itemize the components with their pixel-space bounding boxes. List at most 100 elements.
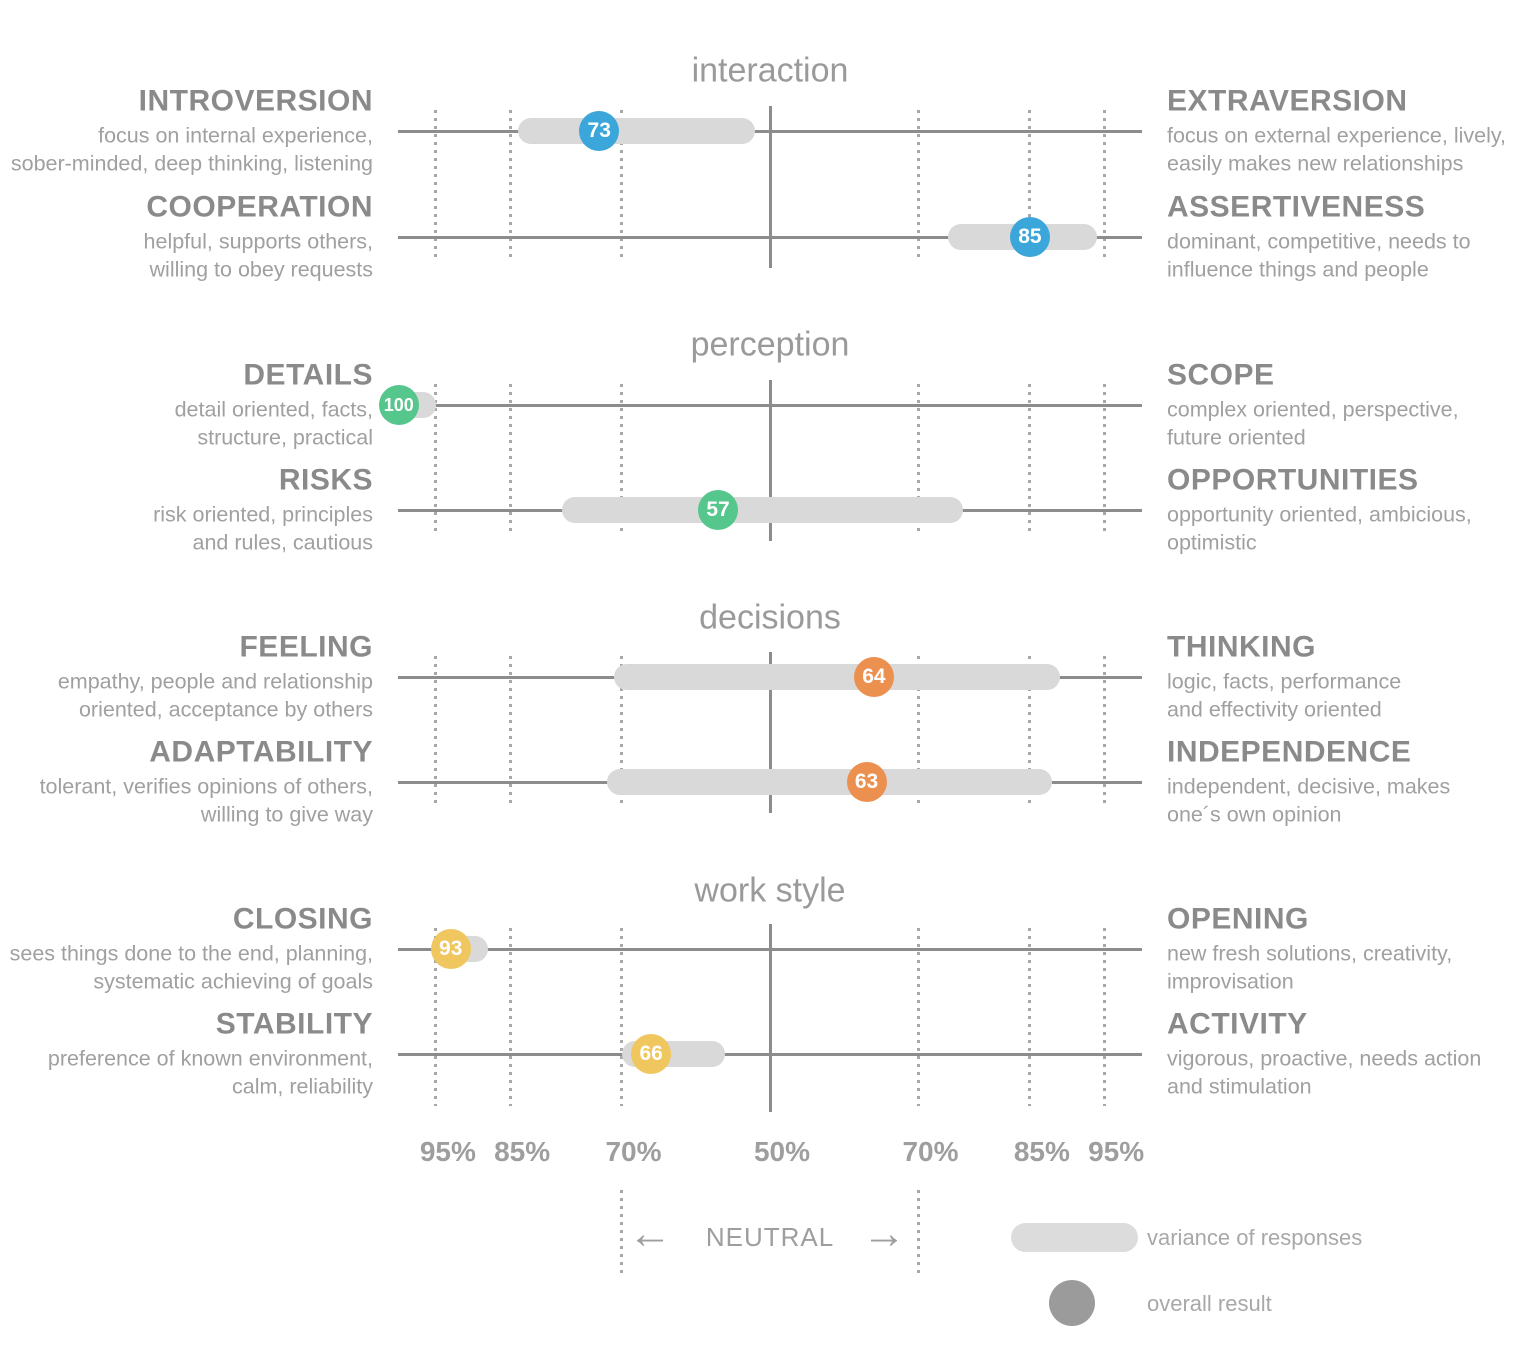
pole-description: calm, reliability — [232, 1074, 373, 1099]
pole-description: independent, decisive, makes — [1167, 774, 1451, 799]
pole-label-right: ACTIVITY vigorous, proactive, needs actio… — [1167, 1008, 1536, 1101]
gridline-dotted — [917, 384, 920, 535]
pole-label-right: INDEPENDENCE independent, decisive, makes… — [1167, 736, 1536, 829]
legend-variance-label: variance of responses — [1147, 1225, 1363, 1250]
gridline-center — [768, 924, 772, 1112]
gridline-dotted — [1028, 656, 1032, 807]
pole-description: logic, facts, performance — [1167, 669, 1402, 694]
axis-line — [398, 404, 1142, 407]
tick-label: 50% — [753, 1136, 811, 1167]
gridline-dotted — [620, 110, 623, 262]
pole-description: helpful, supports others, — [143, 229, 373, 254]
pole-description: willing to obey requests — [149, 257, 373, 282]
score-dot: 100 — [378, 385, 419, 425]
gridline-dotted — [1028, 928, 1032, 1106]
gridline-dotted — [434, 656, 438, 807]
gridline-dotted — [917, 928, 920, 1106]
pole-name: ACTIVITY — [1167, 1007, 1308, 1041]
score-dot: 85 — [1009, 217, 1050, 257]
variance-bar — [606, 769, 1053, 795]
pole-name: EXTRAVERSION — [1167, 84, 1408, 118]
axis-line — [398, 1053, 1142, 1056]
neutral-label: NEUTRAL — [705, 1222, 835, 1252]
legend-overall-dot — [1049, 1280, 1095, 1326]
pole-name: SCOPE — [1167, 358, 1275, 392]
score-dot: 93 — [430, 929, 471, 969]
pole-description: improvisation — [1167, 969, 1294, 994]
gridline-dotted — [434, 110, 438, 262]
pole-label-left: INTROVERSION focus on internal experience… — [0, 85, 373, 178]
gridline-dotted — [508, 928, 512, 1106]
axis-line — [398, 236, 1142, 239]
pole-name: RISKS — [278, 463, 373, 497]
gridline-dotted — [434, 928, 438, 1106]
gridline-dotted — [620, 928, 623, 1106]
arrow-right-icon: → — [862, 1209, 906, 1258]
pole-description: and rules, cautious — [192, 530, 373, 555]
gridline-center — [768, 106, 772, 268]
variance-bar — [562, 497, 964, 523]
pole-description: willing to give way — [200, 802, 373, 827]
gridline-dotted — [1102, 110, 1106, 262]
pole-description: focus on internal experience, — [98, 123, 373, 148]
gridline-dotted — [434, 384, 438, 535]
gridline-dotted — [508, 384, 512, 535]
gridline-dotted — [1028, 384, 1032, 535]
score-dot: 66 — [631, 1034, 672, 1074]
gridline-dotted — [917, 656, 920, 807]
tick-label: 70% — [605, 1136, 662, 1167]
gridline-dotted — [620, 656, 623, 807]
gridline-dotted — [1102, 384, 1106, 535]
section-title: interaction — [691, 51, 849, 90]
score-dot: 64 — [853, 657, 894, 697]
pole-description: structure, practical — [197, 425, 373, 450]
pole-description: and effectivity oriented — [1167, 697, 1382, 722]
pole-description: future oriented — [1167, 425, 1306, 450]
tick-label: 95% — [419, 1136, 476, 1167]
variance-bar — [517, 118, 756, 144]
pole-description: optimistic — [1167, 530, 1257, 555]
pole-name: INTROVERSION — [138, 84, 373, 118]
pole-description: complex oriented, perspective, — [1167, 397, 1459, 422]
pole-description: systematic achieving of goals — [93, 969, 373, 994]
axis-line — [398, 948, 1142, 951]
gridline-dotted — [917, 110, 920, 262]
gridline-dotted — [620, 384, 623, 535]
neutral-dotted-line-right — [917, 1190, 920, 1274]
axis-line — [398, 130, 1142, 133]
gridline-center — [768, 652, 772, 813]
gridline-dotted — [508, 656, 512, 807]
score-dot: 63 — [846, 762, 887, 802]
score-dot: 73 — [579, 111, 620, 151]
pole-name: FEELING — [239, 630, 373, 664]
pole-name: STABILITY — [215, 1007, 373, 1041]
score-dot: 57 — [698, 490, 739, 530]
gridline-dotted — [508, 110, 512, 262]
pole-name: OPPORTUNITIES — [1167, 463, 1419, 497]
gridline-dotted — [1102, 928, 1106, 1106]
pole-description: sees things done to the end, planning, — [9, 941, 373, 966]
pole-description: vigorous, proactive, needs action — [1167, 1046, 1482, 1071]
pole-description: dominant, competitive, needs to — [1167, 229, 1471, 254]
pole-description: oriented, acceptance by others — [78, 697, 373, 722]
section-title: work style — [694, 871, 846, 910]
tick-label: 95% — [1088, 1136, 1145, 1167]
pole-description: detail oriented, facts, — [174, 397, 373, 422]
pole-name: INDEPENDENCE — [1167, 735, 1412, 769]
pole-label-right: SCOPE complex oriented, perspective, futur… — [1167, 359, 1536, 452]
pole-description: sober-minded, deep thinking, listening — [10, 151, 373, 176]
neutral-dotted-line-left — [620, 1190, 623, 1274]
variance-bar — [614, 664, 1060, 690]
pole-description: one´s own opinion — [1167, 802, 1342, 827]
pole-description: risk oriented, principles — [153, 502, 373, 527]
